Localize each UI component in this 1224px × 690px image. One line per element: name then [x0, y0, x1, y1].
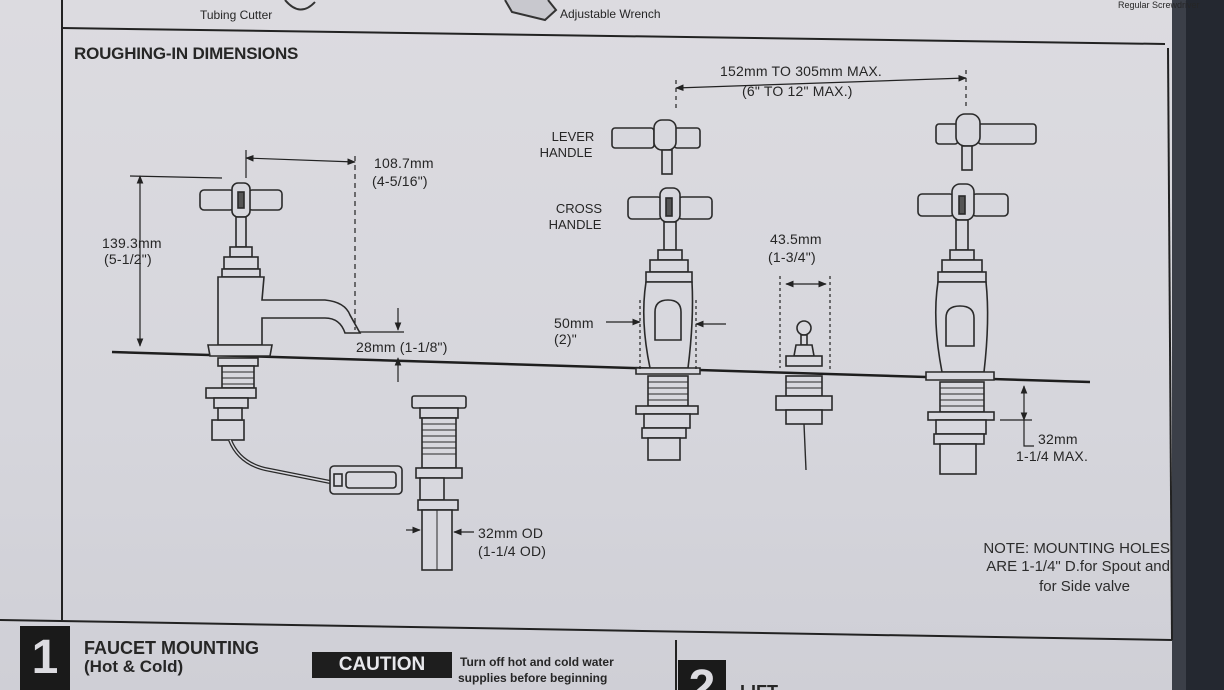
step-2-number: 2: [678, 660, 726, 690]
popup-width-in: (1-3/4"): [768, 249, 816, 265]
regular-screwdriver-label: Regular Screwdriver: [1118, 0, 1200, 10]
note-line-1: NOTE: MOUNTING HOLES: [983, 540, 1170, 557]
single-hole-faucet: [199, 182, 403, 495]
cross-handle-label-1: CROSS: [555, 201, 603, 216]
height-dimension-in: (5-1/2"): [104, 251, 152, 267]
base-width-mm: 50mm: [554, 315, 594, 331]
adjustable-wrench-label: Adjustable Wrench: [560, 7, 661, 21]
note-line-3: for Side valve: [1039, 578, 1130, 595]
drain-od-mm: 32mm OD: [478, 525, 544, 541]
step-2-title: LIFT: [740, 682, 778, 690]
step-1-subtitle: (Hot & Cold): [84, 657, 184, 676]
reach-dimension-mm: 108.7mm: [374, 155, 434, 171]
widespread-left-valve: [611, 119, 713, 461]
step-1-title: FAUCET MOUNTING: [84, 638, 259, 658]
caution-warning-line-2: supplies before beginning: [458, 671, 608, 685]
lever-handle-label-1: LEVER: [551, 129, 595, 144]
spout-gap-dimension: 28mm (1-1/8"): [356, 339, 448, 355]
drain-od-in: (1-1/4 OD): [478, 543, 547, 559]
cross-handle-label-2: HANDLE: [548, 217, 602, 232]
pop-up-rod: [775, 320, 833, 471]
note-line-2: ARE 1-1/4" D.for Spout and: [986, 558, 1170, 575]
spread-dimension-mm: 152mm TO 305mm MAX.: [720, 63, 882, 79]
adjustable-wrench-icon: [504, 0, 558, 22]
pop-up-drain: [411, 395, 467, 571]
step-1-number: 1: [20, 626, 70, 690]
base-width-in: (2)": [554, 331, 577, 347]
instruction-sheet: [0, 0, 1185, 690]
tubing-cutter-icon: [284, 0, 316, 11]
deck-thickness-mm: 32mm: [1038, 431, 1078, 447]
tubing-cutter-label: Tubing Cutter: [200, 8, 273, 22]
popup-width-mm: 43.5mm: [770, 231, 822, 247]
caution-warning-line-1: Turn off hot and cold water: [460, 655, 614, 669]
dimension-lines: [129, 70, 1034, 536]
section-title: ROUGHING-IN DIMENSIONS: [74, 44, 299, 63]
spread-dimension-in: (6" TO 12" MAX.): [742, 83, 853, 99]
widespread-right-valve: [917, 113, 1037, 475]
deck-thickness-in: 1-1/4 MAX.: [1016, 448, 1089, 464]
reach-dimension-in: (4-5/16"): [372, 173, 428, 189]
height-dimension-mm: 139.3mm: [102, 235, 162, 251]
lever-handle-label-2: HANDLE: [539, 145, 593, 160]
caution-badge: CAUTION: [312, 652, 452, 678]
